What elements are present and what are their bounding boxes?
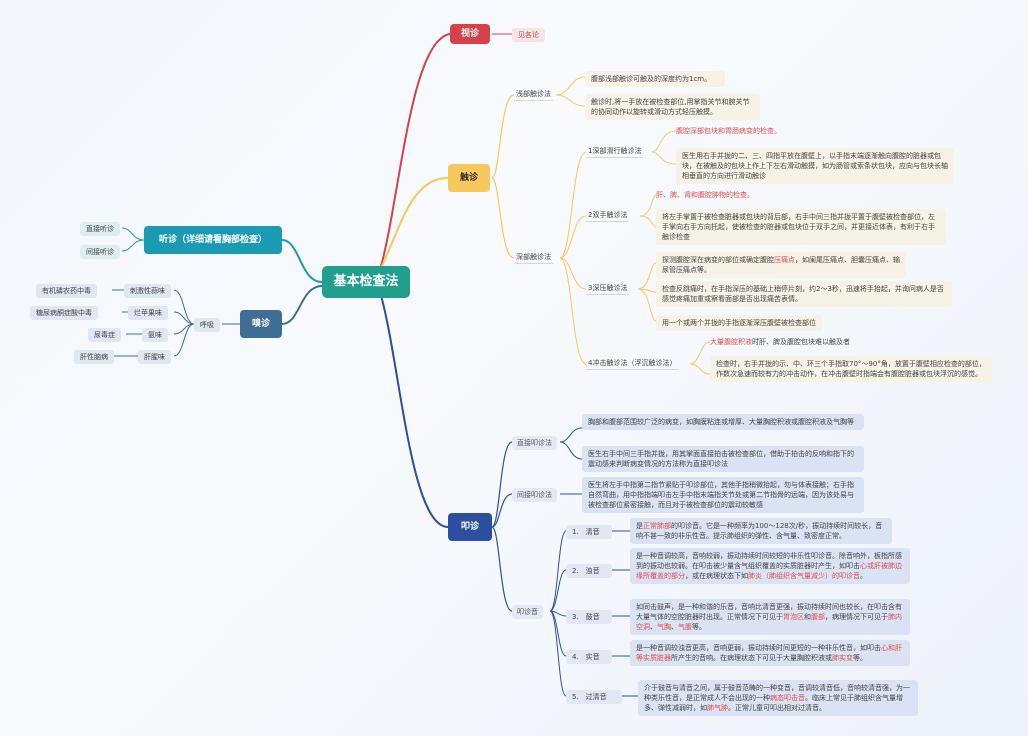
sound-flat-label[interactable]: 4. 实音 [566, 650, 612, 664]
smell-hepatic[interactable]: 肝腥味 [138, 350, 171, 364]
branch-palpation[interactable]: 触诊 [448, 164, 490, 192]
cause-dka: 糖尿病酮症酸中毒 [30, 306, 98, 320]
sound-resonant-label[interactable]: 1. 清音 [566, 525, 612, 539]
direct-percussion-label[interactable]: 直接叩诊法 [512, 436, 557, 450]
indirect-percussion-label[interactable]: 间接叩诊法 [512, 488, 557, 502]
branch-olfaction[interactable]: 嗅诊 [240, 310, 282, 338]
deep-m1-text: 医生用右手并拢的二、三、四指平放在腹壁上，以手指末端逐渐触向腹腔的脏器或包块，在… [676, 148, 954, 184]
cause-organophosphate: 有机磷农药中毒 [36, 284, 97, 298]
light-note-2: 触诊时,将一手放在被检查部位,用掌指关节和腕关节的协同动作以旋转或滑动方式轻压触… [585, 94, 760, 120]
cause-uremia: 尿毒症 [88, 328, 121, 342]
sounds-label[interactable]: 叩诊音 [512, 605, 543, 619]
sound-tympanic-label[interactable]: 3. 鼓音 [566, 610, 612, 624]
sound-tympanic-text: 如同击鼓声，是一种和谐的乐音，音响比清音更强，振动持续时间也较长，在叩击含有大量… [630, 599, 910, 635]
auscultation-direct[interactable]: 直接听诊 [80, 222, 120, 236]
deep-m3-text-1: 探测腹腔深在病变的部位或确定腹腔压痛点，如阑尾压痛点、胆囊压痛点、输尿管压痛点等… [656, 252, 906, 278]
deep-m3-text-3: 用一个或两个并拢的手指逐渐深压腹壁被检查部位 [656, 315, 822, 331]
olfaction-breath[interactable]: 呼吸 [194, 318, 220, 332]
sound-dull-label[interactable]: 2. 浊音 [566, 564, 612, 578]
direct-text-1: 胸部和腹部范围较广泛的病变，如胸膜粘连或增厚、大量胸腔积液或腹腔积液及气胸等 [582, 414, 864, 430]
deep-m1-label[interactable]: 1深部滑行触诊法 [586, 145, 644, 158]
smell-ammonia[interactable]: 氨味 [142, 328, 168, 342]
deep-m2-text: 将左手掌置于被检查脏器或包块的背后部，右手中间三指并拢平置于腹壁被检查部位，左手… [656, 209, 946, 245]
deep-m4-text: 检查时，右手并拢的示、中、环三个手指取70°～90°角，放置于腹壁相应检查的部位… [710, 356, 992, 382]
smell-rotten-apple[interactable]: 烂苹果味 [128, 306, 168, 320]
light-palpation-label[interactable]: 浅部触诊法 [514, 88, 553, 101]
root-node[interactable]: 基本检查法 [322, 266, 410, 298]
branch-percussion[interactable]: 叩诊 [448, 513, 492, 541]
sound-flat-text: 是一种音调较浊音更高，音响更弱，振动持续时间更短的一种非乐性音，如叩击心和肝等实… [630, 640, 910, 666]
direct-text-2: 医生右手中间三手指并拢，用其掌面直接拍击被检查部位，借助于拍击的反响和指下的震动… [582, 446, 864, 472]
deep-m2-label[interactable]: 2双手触诊法 [586, 209, 630, 222]
sound-dull-text: 是一种音调较高，音响较弱，振动持续时间较短的非乐性叩诊音。除音响外，板指所感到的… [630, 548, 910, 584]
auscultation-indirect[interactable]: 间接听诊 [80, 245, 120, 259]
sound-hyperresonant-label[interactable]: 5. 过清音 [566, 690, 622, 704]
deep-m1-use: 腹腔深部包块和胃肠病变的检查。 [676, 127, 781, 135]
branch-inspection[interactable]: 视诊 [450, 24, 490, 44]
cause-hepatic-encephalopathy: 肝性脑病 [74, 350, 114, 364]
deep-m3-label[interactable]: 3深压触诊法 [586, 282, 630, 295]
sound-hyperresonant-text: 介于鼓音与清音之间，属于鼓音范畴的一种变音，音调较清音低，音响较清音强，为一种类… [638, 680, 918, 716]
inspection-ref: 见各论 [512, 28, 545, 42]
light-note-1: 腹部浅部触诊可触及的深度约为1cm。 [585, 71, 725, 87]
deep-m4-use: 大量腹腔积液时肝、脾及腹腔包块难以触及者 [710, 338, 850, 346]
deep-m3-text-2: 检查反跳痛时，在手指深压的基础上稍停片刻，约2～3秒，迅速将手抬起，并询问病人是… [656, 281, 952, 307]
indirect-text: 医生将左手中指第二指节紧贴于叩诊部位，其他手指稍微抬起，勿与体表接触；右手指自然… [582, 477, 864, 513]
smell-garlic[interactable]: 刺激性蒜味 [124, 284, 171, 298]
deep-m2-use: 肝、脾、肾和腹腔肿物的检查。 [656, 191, 754, 199]
deep-palpation-label[interactable]: 深部触诊法 [514, 251, 553, 264]
deep-m4-label[interactable]: 4冲击触诊法（浮沉触诊法） [586, 357, 679, 370]
sound-resonant-text: 是正常肺部的叩诊音。它是一种频率为100～128次/秒，振动持续时间较长，音响不… [630, 518, 892, 544]
branch-auscultation[interactable]: 听诊（详细请看胸部检查） [144, 226, 282, 254]
